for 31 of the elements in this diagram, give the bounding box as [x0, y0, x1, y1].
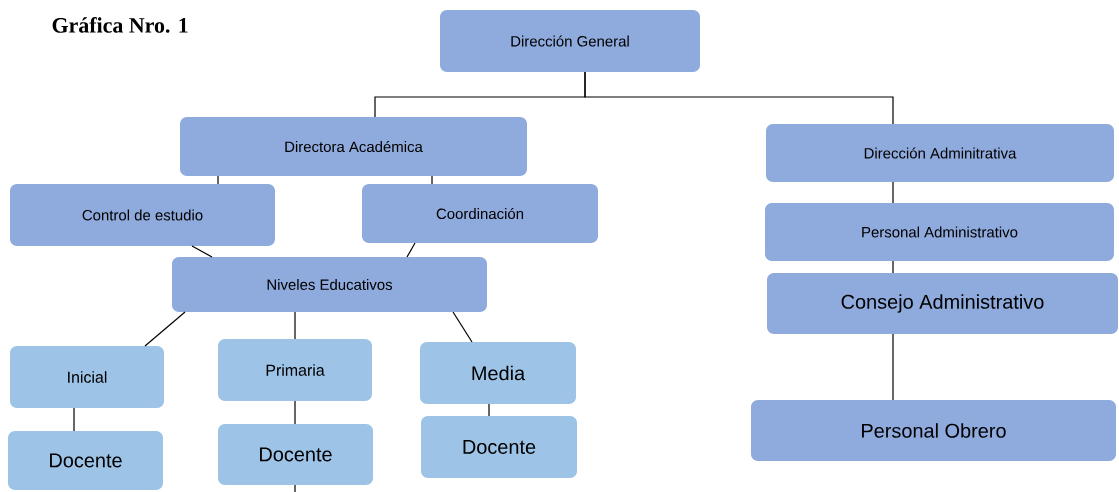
org-box: Primaria: [218, 339, 372, 401]
connector-line: [892, 181, 894, 204]
org-box: Niveles Educativos: [172, 257, 487, 312]
connector-line: [191, 245, 213, 258]
connector-line: [406, 242, 416, 258]
connector-line: [431, 175, 433, 185]
connector-line: [294, 311, 296, 340]
title: Gráfica Nro. 1: [52, 17, 188, 33]
org-box: Personal Administrativo: [765, 203, 1114, 261]
org-box: Personal Obrero: [751, 400, 1116, 461]
org-box: Control de estudio: [10, 184, 275, 246]
org-box: Inicial: [10, 346, 164, 408]
connector-line: [294, 484, 296, 492]
org-box: Dirección General: [440, 10, 700, 72]
connector-line: [892, 333, 894, 401]
connector-line: [294, 400, 296, 425]
org-box: Directora Académica: [180, 117, 527, 176]
org-box: Coordinación: [362, 184, 598, 243]
org-box: Docente: [421, 416, 577, 478]
connector-line: [73, 407, 75, 432]
connector-line: [892, 260, 894, 274]
connector-line: [144, 311, 186, 347]
org-box: Docente: [8, 431, 163, 490]
connector-line: [217, 175, 219, 185]
connector-line: [488, 403, 490, 417]
org-box: Consejo Administrativo: [767, 273, 1118, 334]
connector-line: [452, 311, 473, 343]
connector-line: [584, 71, 894, 125]
org-box: Docente: [218, 424, 373, 485]
org-box: Dirección Adminitrativa: [766, 124, 1114, 182]
org-box: Media: [420, 342, 576, 404]
